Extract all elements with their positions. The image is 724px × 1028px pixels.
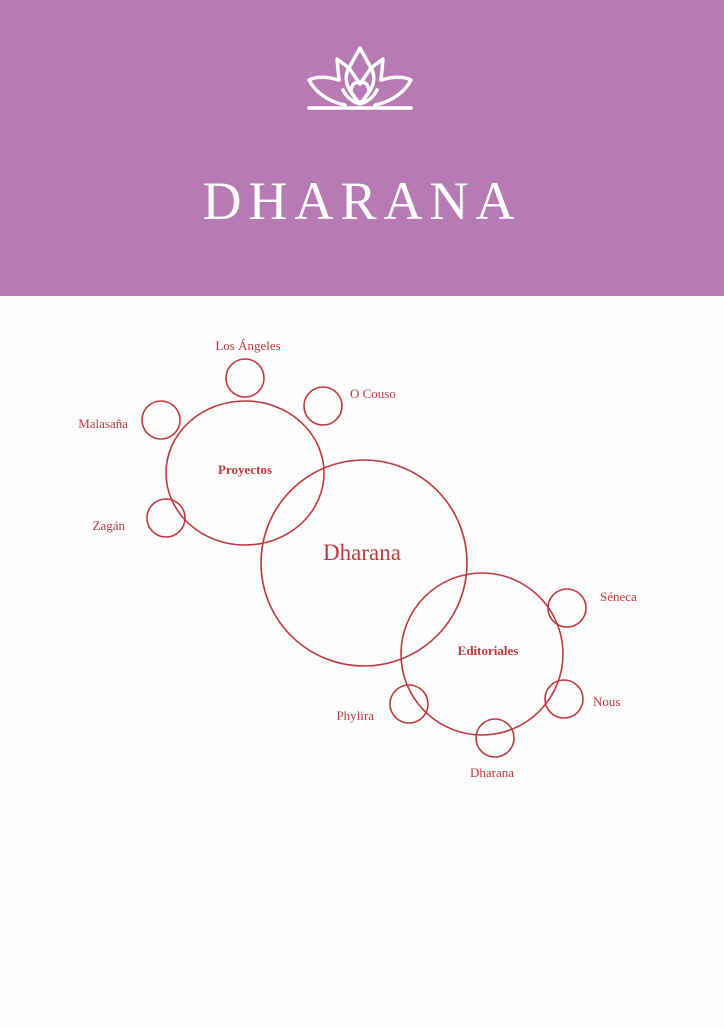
- group-editoriales: Editoriales Séneca Nous Dharana Phylira: [336, 572, 637, 780]
- phylira-label: Phylira: [336, 708, 374, 723]
- proyectos-label: Proyectos: [218, 462, 272, 477]
- phylira-circle: [389, 684, 429, 724]
- malasana-circle: [141, 400, 181, 440]
- center-node: Dharana: [260, 459, 468, 667]
- network-diagram: Proyectos Los Ángeles O Couso Malasaña Z…: [0, 296, 724, 1024]
- zagan-label: Zagán: [93, 518, 126, 533]
- seneca-circle: [547, 588, 587, 628]
- header-banner: DHARANA: [0, 0, 724, 296]
- dharana-center-circle: [260, 459, 468, 667]
- malasana-label: Malasaña: [78, 416, 128, 431]
- o-couso-label: O Couso: [350, 386, 396, 401]
- zagan-circle: [146, 498, 186, 538]
- nous-circle: [544, 679, 584, 719]
- brand-title: DHARANA: [202, 171, 522, 231]
- lotus-icon: [307, 46, 413, 110]
- group-proyectos: Proyectos Los Ángeles O Couso Malasaña Z…: [78, 338, 396, 546]
- dharana-editorial-circle: [475, 718, 515, 758]
- nous-label: Nous: [593, 694, 620, 709]
- dharana-center-label: Dharana: [323, 540, 401, 565]
- o-couso-circle: [303, 386, 343, 426]
- los-angeles-circle: [225, 358, 265, 398]
- editoriales-label: Editoriales: [458, 643, 519, 658]
- seneca-label: Séneca: [600, 589, 637, 604]
- proyectos-circle: [165, 400, 325, 546]
- editoriales-circle: [400, 572, 564, 736]
- dharana-editorial-label: Dharana: [470, 765, 514, 780]
- los-angeles-label: Los Ángeles: [215, 338, 280, 353]
